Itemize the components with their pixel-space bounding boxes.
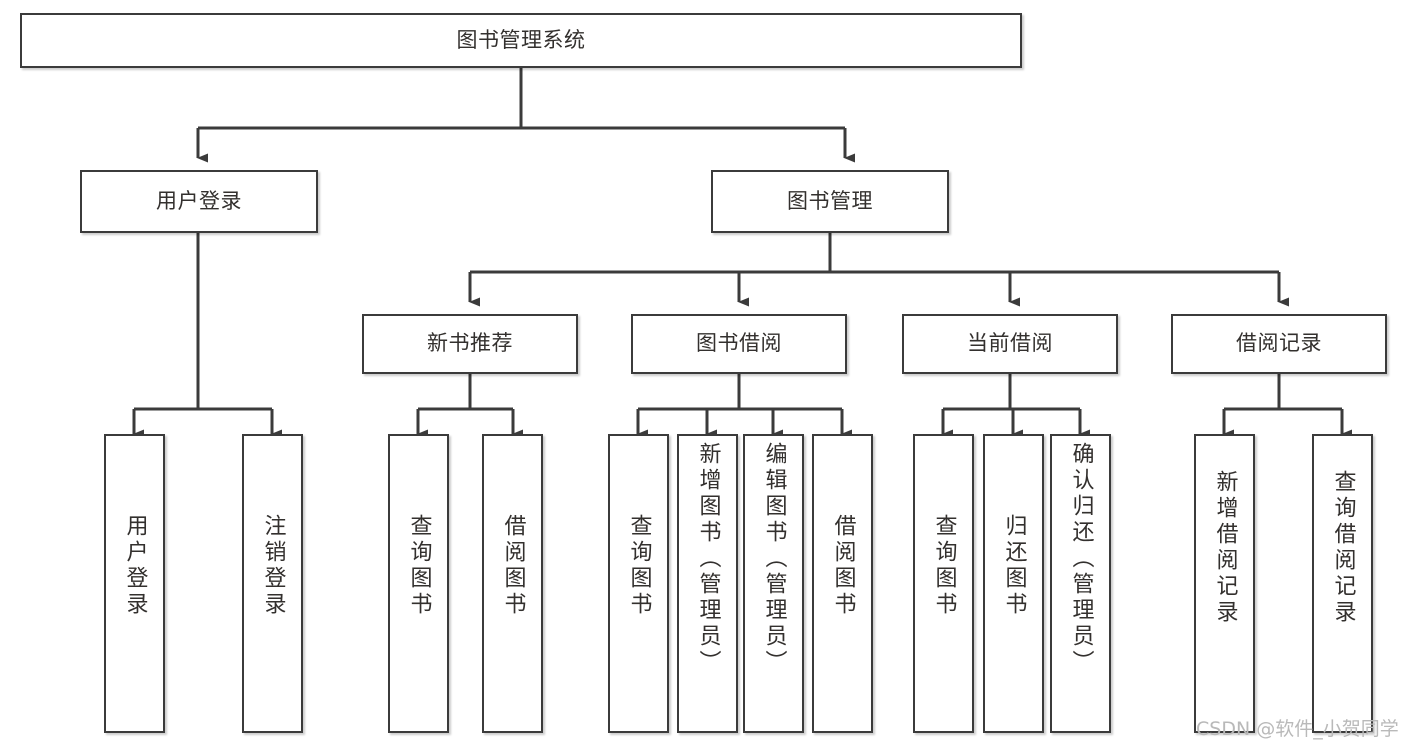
node-new-book-recommendation[interactable]: 新书推荐 — [362, 314, 578, 374]
node-user-login-label: 用户登录 — [156, 188, 242, 213]
node-book-borrow[interactable]: 图书借阅 — [631, 314, 847, 374]
leaf-logout-label: 注销登录 — [260, 514, 286, 618]
node-current-borrow[interactable]: 当前借阅 — [902, 314, 1118, 374]
leaf-confirm-return-admin[interactable]: 确认归还（管理员） — [1050, 434, 1111, 733]
node-root-label: 图书管理系统 — [456, 27, 586, 52]
node-borrow-record-label: 借阅记录 — [1236, 331, 1322, 356]
leaf-query-book-2[interactable]: 查询图书 — [608, 434, 669, 733]
leaf-add-book-admin-label: 新增图书（管理员） — [695, 442, 721, 676]
leaf-query-book-3-label: 查询图书 — [931, 514, 957, 618]
leaf-user-login-label: 用户登录 — [122, 514, 148, 618]
leaf-return-book-label: 归还图书 — [1001, 514, 1027, 618]
node-root[interactable]: 图书管理系统 — [20, 13, 1022, 68]
node-new-book-recommendation-label: 新书推荐 — [427, 331, 513, 356]
leaf-confirm-return-admin-label: 确认归还（管理员） — [1068, 442, 1094, 676]
node-book-management-label: 图书管理 — [787, 188, 873, 213]
leaf-add-book-admin[interactable]: 新增图书（管理员） — [677, 434, 738, 733]
leaf-borrow-book-1-label: 借阅图书 — [500, 514, 526, 618]
node-book-borrow-label: 图书借阅 — [696, 331, 782, 356]
leaf-borrow-book-2-label: 借阅图书 — [830, 514, 856, 618]
leaf-query-book-2-label: 查询图书 — [626, 514, 652, 618]
node-current-borrow-label: 当前借阅 — [967, 331, 1053, 356]
leaf-borrow-book-1[interactable]: 借阅图书 — [482, 434, 543, 733]
leaf-query-borrow-record-label: 查询借阅记录 — [1330, 470, 1356, 626]
leaf-query-borrow-record[interactable]: 查询借阅记录 — [1312, 434, 1373, 733]
leaf-query-book-1[interactable]: 查询图书 — [388, 434, 449, 733]
leaf-user-login[interactable]: 用户登录 — [104, 434, 165, 733]
leaf-query-book-1-label: 查询图书 — [406, 514, 432, 618]
node-borrow-record[interactable]: 借阅记录 — [1171, 314, 1387, 374]
leaf-logout[interactable]: 注销登录 — [242, 434, 303, 733]
leaf-return-book[interactable]: 归还图书 — [983, 434, 1044, 733]
watermark: CSDN @软件_小贺同学 — [1196, 718, 1399, 740]
leaf-edit-book-admin[interactable]: 编辑图书（管理员） — [743, 434, 804, 733]
node-book-management[interactable]: 图书管理 — [711, 170, 949, 233]
leaf-query-book-3[interactable]: 查询图书 — [913, 434, 974, 733]
leaf-add-borrow-record[interactable]: 新增借阅记录 — [1194, 434, 1255, 733]
leaf-borrow-book-2[interactable]: 借阅图书 — [812, 434, 873, 733]
leaf-edit-book-admin-label: 编辑图书（管理员） — [761, 442, 787, 676]
leaf-add-borrow-record-label: 新增借阅记录 — [1212, 470, 1238, 626]
node-user-login[interactable]: 用户登录 — [80, 170, 318, 233]
